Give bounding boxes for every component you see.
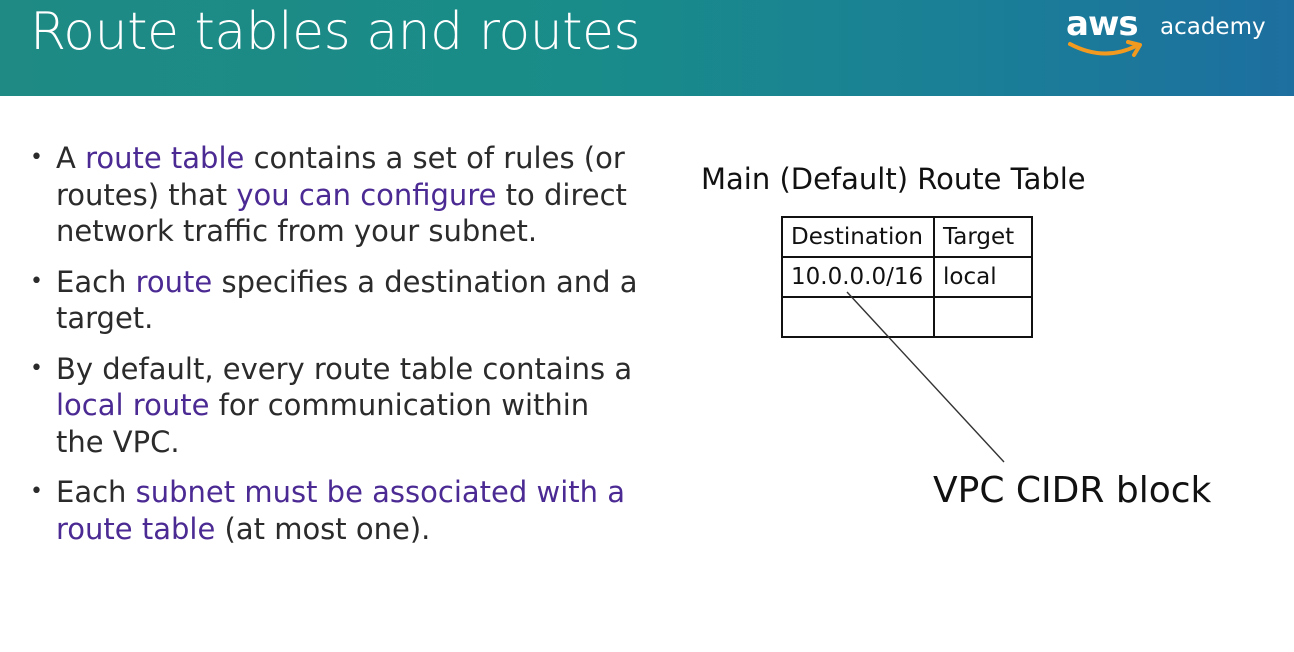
bullet-text: specifies a destination and a target.	[56, 264, 638, 336]
highlighted-term: subnet must be associated with a route t…	[56, 475, 626, 546]
bullet-dot-icon: •	[30, 145, 43, 170]
bullet-dot-icon: •	[30, 268, 43, 294]
aws-smile-icon	[1068, 40, 1142, 57]
slide-title: Route tables and routes	[30, 2, 641, 62]
bullet-item: • By default, every route table contains …	[28, 351, 638, 461]
header-target: Target	[933, 216, 1033, 258]
bullet-item: • Each subnet must be associated with a r…	[28, 474, 638, 547]
bullet-list: • A route table contains a set of rules (…	[28, 140, 638, 561]
logo-academy-text: academy	[1160, 14, 1266, 40]
cell-target: local	[933, 256, 1033, 298]
cell-target	[933, 296, 1033, 338]
bullet-text: to direct network traffic from your subn…	[56, 177, 627, 249]
slide-header: Route tables and routes aws academy	[0, 0, 1294, 96]
route-table-header-row: Destination Target	[781, 216, 1033, 258]
bullet-text: Each	[56, 264, 136, 299]
route-table: Destination Target 10.0.0.0/16 local	[781, 216, 1033, 338]
logo-aws-text: aws	[1066, 4, 1139, 44]
header-destination: Destination	[781, 216, 935, 258]
cell-destination	[781, 296, 935, 338]
highlighted-term: local route	[56, 388, 210, 422]
bullet-item: • A route table contains a set of rules (…	[28, 140, 638, 250]
bullet-text: (at most one).	[215, 511, 431, 546]
highlighted-term: route	[135, 264, 213, 299]
bullet-text: By default, every route table contains a	[56, 351, 633, 386]
bullet-text: Each	[56, 475, 136, 509]
highlighted-term: you can configure	[236, 177, 497, 212]
highlighted-term: route table	[85, 141, 245, 175]
bullet-text: for communication within the VPC.	[56, 388, 590, 459]
vpc-cidr-callout-label: VPC CIDR block	[933, 470, 1212, 511]
bullet-text: A	[56, 141, 86, 175]
table-row: 10.0.0.0/16 local	[781, 256, 1033, 298]
bullet-item: • Each route specifies a destination and …	[28, 264, 638, 337]
table-row	[781, 296, 1033, 338]
route-table-caption: Main (Default) Route Table	[701, 162, 1086, 196]
bullet-text: contains a set of rules (or routes) that	[56, 141, 625, 212]
bullet-dot-icon: •	[30, 355, 43, 381]
cell-destination: 10.0.0.0/16	[781, 256, 935, 298]
bullet-dot-icon: •	[30, 479, 43, 504]
aws-academy-logo: aws academy	[1066, 4, 1276, 66]
